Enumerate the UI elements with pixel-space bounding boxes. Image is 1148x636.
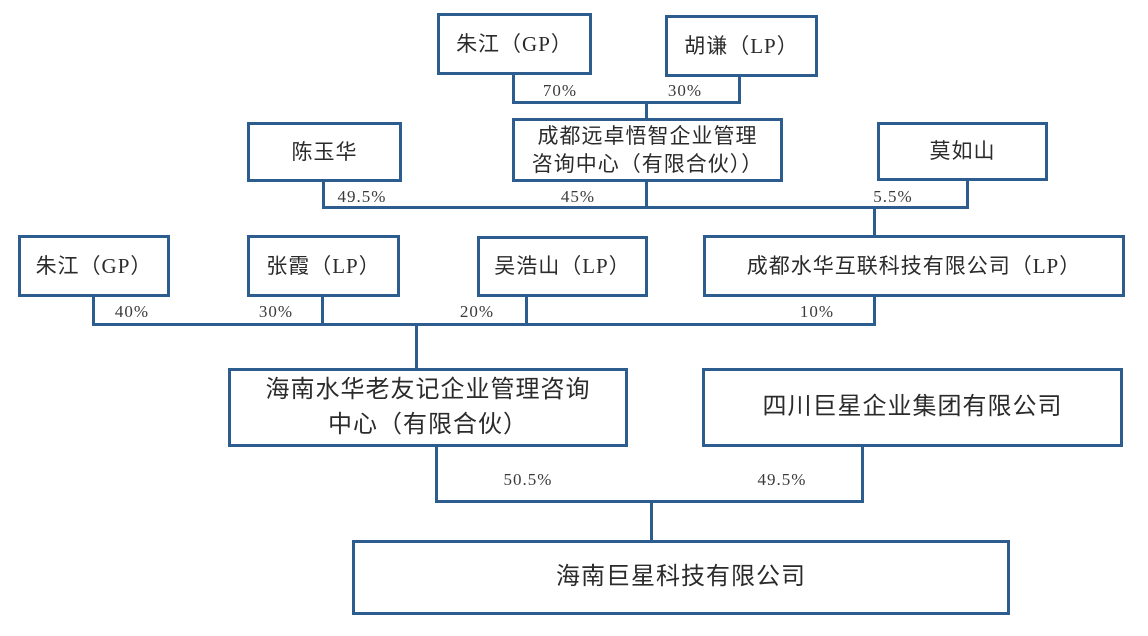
pct-label-40: 40% <box>114 302 150 321</box>
node-hu-qian-lp: 胡谦（LP） <box>665 15 818 77</box>
node-chengdu-shuihua-lp: 成都水华互联科技有限公司（LP） <box>703 235 1125 297</box>
connector-bus-tier2 <box>322 206 969 209</box>
connector-wuhaoshan-down <box>525 296 528 326</box>
connector-bus-tier1 <box>512 101 741 104</box>
pct-label-5-5: 5.5% <box>873 187 913 206</box>
connector-bus-tier3 <box>92 323 876 326</box>
node-hainan-juxing: 海南巨星科技有限公司 <box>352 540 1010 615</box>
node-mo-ru-shan: 莫如山 <box>877 122 1048 181</box>
connector-into-hainan-shuihua <box>415 323 418 370</box>
connector-yuanzhuo-down <box>645 180 648 209</box>
pct-label-30-zhangxia: 30% <box>258 302 294 321</box>
connector-mo-down <box>966 180 969 209</box>
connector-into-hainan-juxing <box>650 500 653 540</box>
pct-label-70: 70% <box>542 81 578 100</box>
pct-label-49-5-sichuan: 49.5% <box>757 470 807 489</box>
connector-into-shuihua <box>873 206 876 236</box>
node-chengdu-yuanzhuo: 成都远卓悟智企业管理咨询中心（有限合伙）） <box>512 118 783 182</box>
connector-bus-tier4 <box>435 500 864 503</box>
connector-hainan-shuihua-down <box>435 446 438 503</box>
pct-label-10: 10% <box>799 302 835 321</box>
node-chen-yu-hua: 陈玉华 <box>247 122 402 182</box>
node-wu-hao-shan-lp: 吴浩山（LP） <box>477 236 648 297</box>
connector-zhangxia-down <box>321 296 324 326</box>
pct-label-30-huqian: 30% <box>667 81 703 100</box>
pct-label-49-5-chen: 49.5% <box>337 187 387 206</box>
node-sichuan-juxing: 四川巨星企业集团有限公司 <box>702 368 1123 447</box>
pct-label-20: 20% <box>459 302 495 321</box>
connector-zhujiang-top-down <box>512 74 515 104</box>
connector-sichuan-down <box>861 446 864 503</box>
node-hainan-shuihua: 海南水华老友记企业管理咨询中心（有限合伙） <box>228 368 628 447</box>
pct-label-45: 45% <box>560 187 596 206</box>
connector-zhujiang-mid-down <box>92 296 95 326</box>
connector-huqian-down <box>738 76 741 104</box>
connector-into-yuanzhuo <box>645 101 648 120</box>
pct-label-50-5: 50.5% <box>503 470 553 489</box>
node-zhu-jiang-gp-top: 朱江（GP） <box>437 13 592 75</box>
node-zhu-jiang-gp-mid: 朱江（GP） <box>18 235 170 297</box>
node-zhang-xia-lp: 张霞（LP） <box>247 235 400 297</box>
connector-chen-down <box>322 181 325 209</box>
connector-shuihua-down <box>873 296 876 326</box>
